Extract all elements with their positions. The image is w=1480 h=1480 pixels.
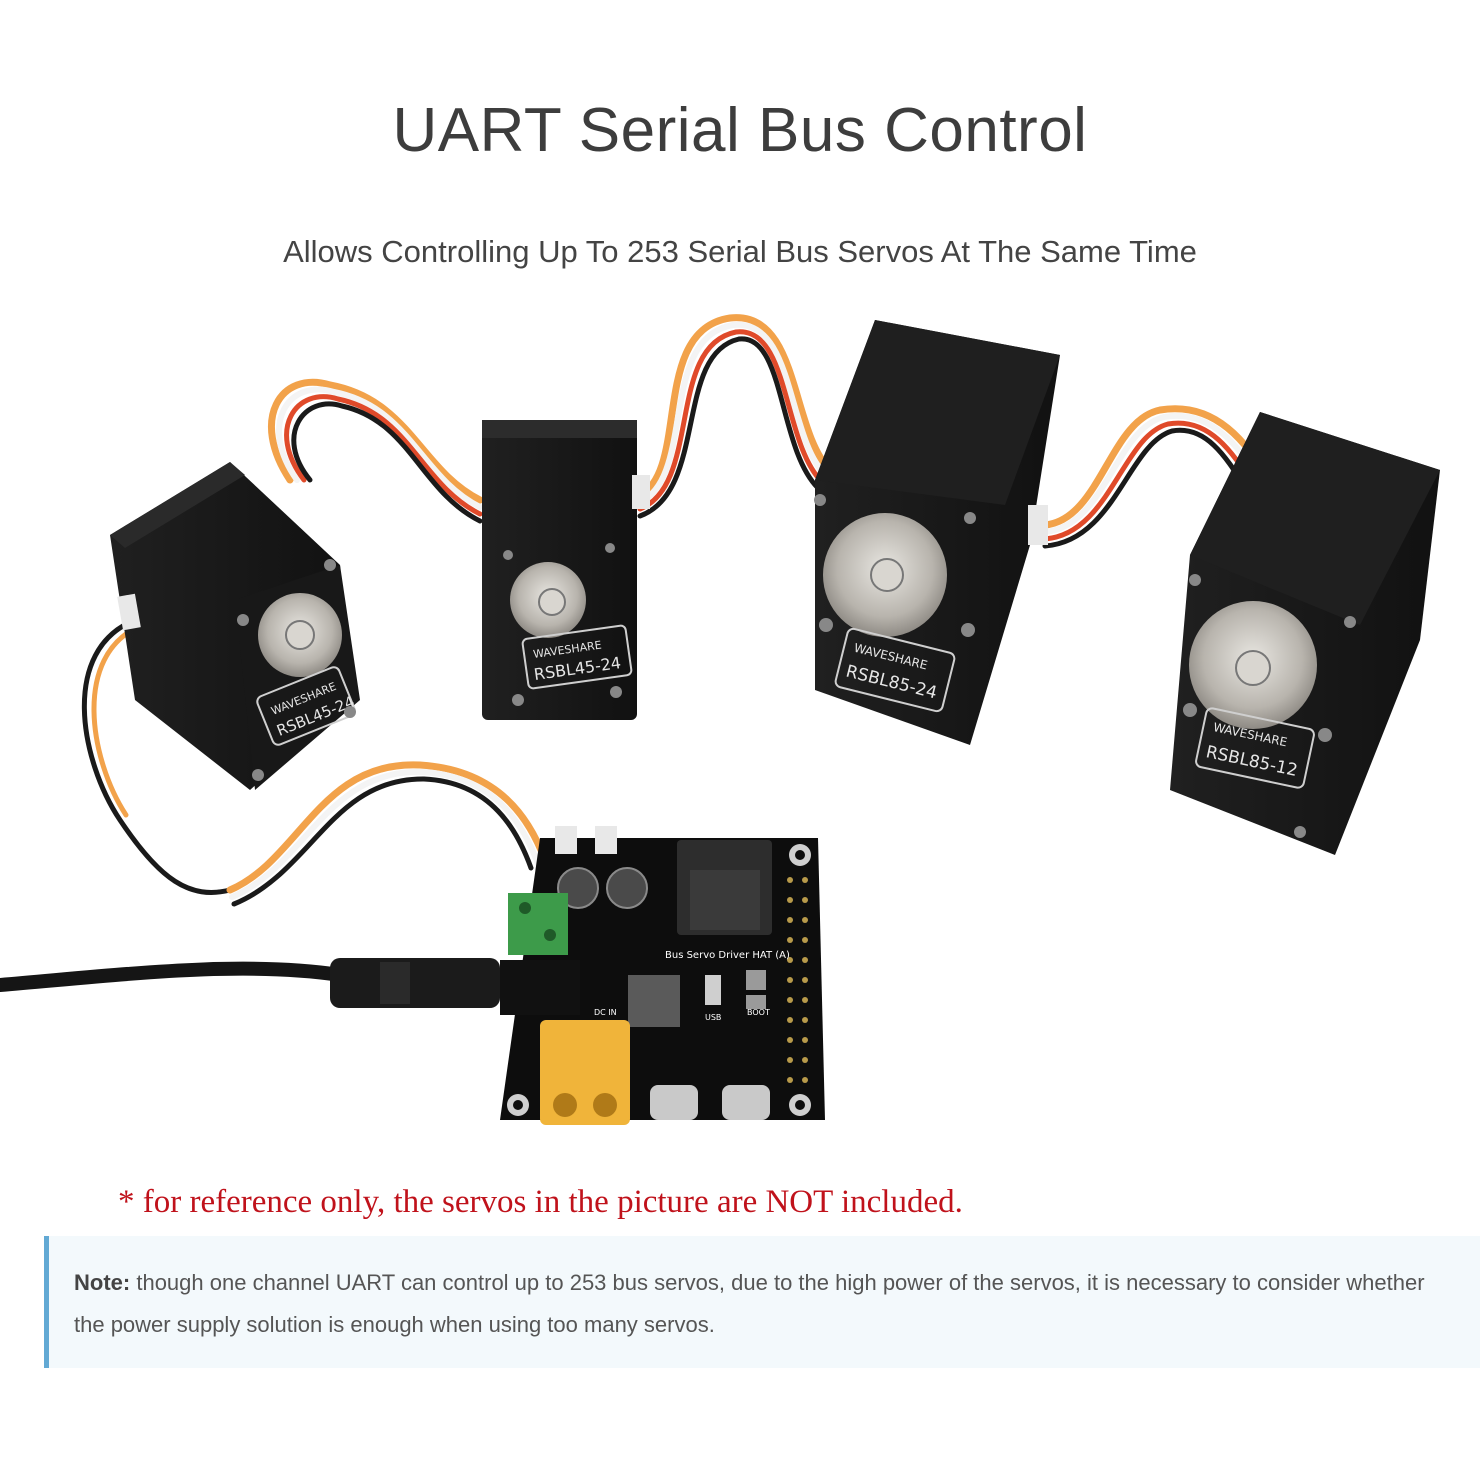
servo-1: WAVESHARE RSBL45-24	[110, 462, 360, 790]
disclaimer: * for reference only, the servos in the …	[118, 1184, 963, 1220]
board-label-dc-in: DC IN	[594, 1008, 617, 1017]
power-cable	[0, 961, 347, 992]
cable-board-servo1	[226, 761, 549, 907]
dc-jack	[500, 960, 580, 1015]
xt60-connector	[540, 1020, 630, 1125]
usb-c-port-2	[722, 1085, 770, 1120]
note-box: Note: though one channel UART can contro…	[44, 1236, 1480, 1368]
product-photo: WAVESHARE RSBL45-24 WAVESHARE RSBL45-24 …	[0, 314, 1440, 1125]
page-title: UART Serial Bus Control	[392, 96, 1088, 165]
note-text: though one channel UART can control up t…	[74, 1270, 1425, 1337]
cable-servo2-servo3	[636, 314, 834, 519]
board-name: Bus Servo Driver HAT (A)	[665, 950, 790, 961]
servo-4: WAVESHARE RSBL85-12	[1170, 412, 1440, 855]
board-label-boot: BOOT	[747, 1008, 770, 1017]
driver-board: Bus Servo Driver HAT (A) DC IN USB BOOT	[500, 826, 825, 1125]
usb-c-port-1	[650, 1085, 698, 1120]
servo-3: WAVESHARE RSBL85-24	[814, 320, 1060, 745]
note-label: Note:	[74, 1270, 131, 1295]
servo-2: WAVESHARE RSBL45-24	[482, 420, 650, 720]
board-label-usb: USB	[705, 1013, 721, 1022]
cable-servo1-loop	[81, 617, 233, 895]
barrel-plug	[330, 958, 500, 1008]
page-subtitle: Allows Controlling Up To 253 Serial Bus …	[283, 234, 1197, 269]
terminal-block	[508, 893, 568, 955]
cable-servo1-servo2	[268, 378, 484, 524]
